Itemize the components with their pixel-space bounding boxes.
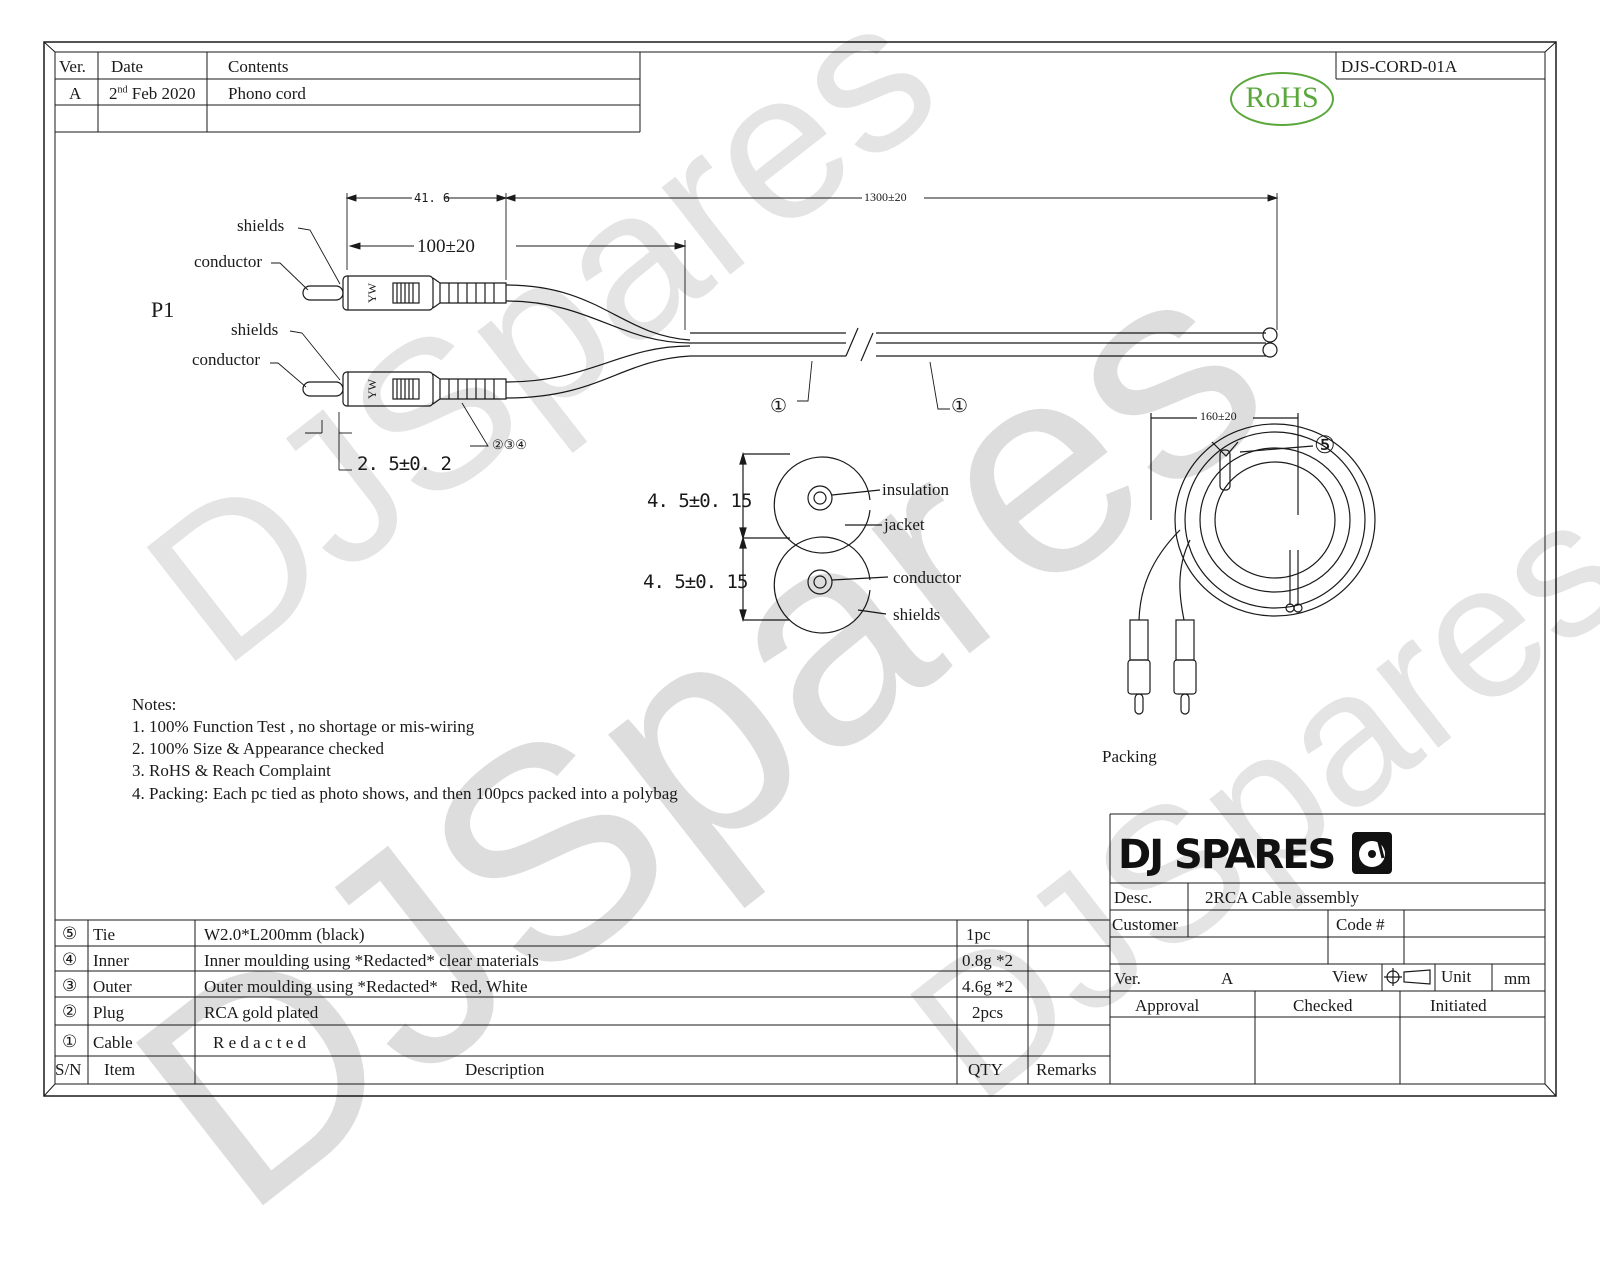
bom-description: Inner moulding using *Redacted* clear ma…: [204, 951, 539, 970]
packing-label: Packing: [1102, 747, 1157, 766]
label-conductor-section: conductor: [893, 568, 961, 587]
bom-sn: ①: [62, 1032, 78, 1051]
frame-lines: [43, 41, 1557, 1097]
dim-split-length: 100±20: [417, 236, 475, 257]
note-item: 4. Packing: Each pc tied as photo shows,…: [132, 784, 678, 803]
rev-row-contents: Phono cord: [228, 84, 306, 103]
drawing-sheet: DJSpares DJSpares DJSpares Ver. Date Con…: [43, 0, 1600, 1271]
rca-plug-top: [302, 275, 507, 311]
dim-pin-diameter: 2. 5±0. 2: [357, 453, 452, 475]
label-conductor-bottom: conductor: [192, 350, 260, 369]
callout-tie: ⑤: [1314, 433, 1336, 459]
bom-qty: 0.8g *2: [962, 951, 1013, 970]
bom-description: RCA gold plated: [204, 1003, 319, 1022]
checked-label: Checked: [1293, 996, 1353, 1015]
bom-sn: ⑤: [62, 924, 78, 943]
bom-header-qty: QTY: [968, 1060, 1003, 1079]
desc-label: Desc.: [1114, 888, 1153, 907]
dim-cable-diameter-top: 4. 5±0. 15: [647, 490, 752, 512]
bom-qty: 2pcs: [972, 1003, 1004, 1022]
bom-description: R e d a c t e d: [213, 1033, 306, 1052]
bom-header-description: Description: [465, 1060, 545, 1079]
notes-title: Notes:: [132, 695, 177, 714]
plug-mark-top: YW: [365, 283, 379, 303]
bom-item: Inner: [93, 951, 129, 970]
rev-header-ver: Ver.: [59, 57, 86, 76]
unit-value: mm: [1504, 969, 1531, 988]
label-shields-section: shields: [893, 605, 941, 624]
bom-item: Tie: [93, 925, 116, 944]
bom-item: Outer: [93, 977, 132, 996]
view-label: View: [1332, 967, 1368, 986]
plug-mark-bottom: YW: [365, 379, 379, 399]
callout-plug-parts: ②③④: [492, 437, 527, 452]
cable-cross-section: [739, 451, 889, 634]
bom-sn: ②: [62, 1002, 78, 1021]
bom-qty: 1pc: [966, 925, 991, 944]
bom-header-sn: S/N: [55, 1060, 82, 1079]
rev-row-date: 2nd Feb 2020: [109, 84, 196, 103]
document-id: DJS-CORD-01A: [1341, 57, 1458, 76]
code-label: Code #: [1336, 915, 1385, 934]
rev-row-ver: A: [69, 84, 82, 103]
dim-total-length: 1300±20: [864, 190, 907, 204]
note-item: 1. 100% Function Test , no shortage or m…: [132, 717, 475, 736]
turntable-icon: [1352, 832, 1392, 874]
rev-header-date: Date: [111, 57, 144, 76]
bom-item: Plug: [93, 1003, 125, 1022]
bom-qty: 4.6g *2: [962, 977, 1013, 996]
approval-label: Approval: [1135, 996, 1200, 1015]
dim-coil-width: 160±20: [1200, 409, 1237, 423]
desc-value: 2RCA Cable assembly: [1205, 888, 1359, 907]
dim-plug-length: 41. 6: [414, 191, 451, 205]
bom-sn: ③: [62, 976, 78, 995]
label-jacket: jacket: [884, 515, 925, 534]
bom-description: W2.0*L200mm (black): [204, 925, 365, 944]
customer-label: Customer: [1112, 915, 1179, 934]
ver-value: A: [1221, 969, 1234, 988]
bom-header-remarks: Remarks: [1036, 1060, 1097, 1079]
callout-cable-right: ①: [951, 396, 969, 417]
bom-item: Cable: [93, 1033, 133, 1052]
rev-header-contents: Contents: [228, 57, 289, 76]
note-item: 3. RoHS & Reach Complaint: [132, 761, 331, 780]
packing-coil: [1127, 413, 1376, 715]
rca-plug-bottom: [302, 371, 507, 407]
ver-label: Ver.: [1114, 969, 1141, 988]
initiated-label: Initiated: [1430, 996, 1487, 1015]
label-shields-top: shields: [237, 216, 285, 235]
bom-sn: ④: [62, 950, 78, 969]
cable-drawing: [270, 193, 1431, 986]
rohs-badge: RoHS: [1230, 72, 1334, 126]
bom-header-item: Item: [104, 1060, 136, 1079]
dim-cable-diameter-bottom: 4. 5±0. 15: [643, 571, 748, 593]
label-conductor-top: conductor: [194, 252, 262, 271]
unit-label: Unit: [1441, 967, 1472, 986]
plug-label: P1: [151, 297, 175, 322]
label-shields-bottom: shields: [231, 320, 279, 339]
callout-cable-left: ①: [770, 396, 788, 417]
note-item: 2. 100% Size & Appearance checked: [132, 739, 385, 758]
company-logo: DJ SPARES: [1118, 832, 1336, 878]
label-insulation: insulation: [882, 480, 950, 499]
bom-description: Outer moulding using *Redacted* Red, Whi…: [204, 977, 528, 996]
